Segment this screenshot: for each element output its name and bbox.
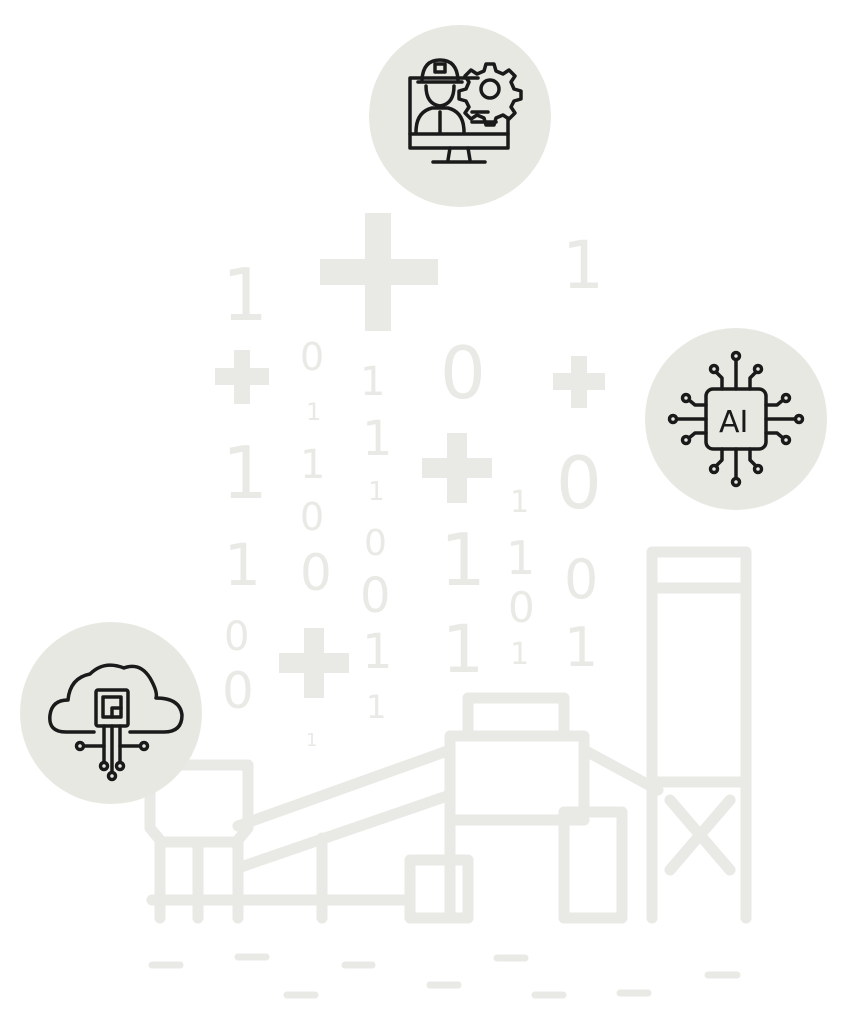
binary-digit: 0: [300, 495, 324, 539]
plant-outline: [144, 546, 752, 924]
binary-digit: 1: [442, 611, 484, 688]
binary-digit: 0: [222, 662, 254, 720]
ground-dashes: [148, 953, 741, 999]
binary-digit: 1: [306, 730, 317, 751]
binary-digit-layer: 1 0 1 1 0 1 1 0 0 1 1 1 1 0 0 0 1 1 0 1 …: [222, 227, 604, 751]
binary-digit: 1: [224, 531, 261, 599]
binary-digit: 1: [306, 398, 321, 426]
binary-digit: 1: [368, 477, 385, 507]
binary-digit: 1: [510, 637, 529, 672]
binary-digit: 1: [362, 624, 393, 680]
binary-digit: 0: [564, 548, 598, 611]
ai-chip-icon: AI: [645, 328, 827, 510]
binary-digit: 0: [224, 614, 249, 660]
plus-sign: [320, 213, 438, 331]
cloud-chip-icon: [20, 622, 202, 804]
ai-chip-label: AI: [719, 405, 748, 440]
binary-digit: 0: [364, 523, 387, 564]
binary-digit: 1: [440, 518, 486, 602]
binary-digit: 0: [508, 583, 535, 632]
binary-digit: 1: [562, 227, 604, 304]
engineer-monitor-gear-icon: [369, 25, 551, 207]
plus-sign-layer: [215, 213, 605, 698]
binary-digit: 1: [362, 411, 393, 467]
binary-digit: 1: [510, 485, 529, 520]
binary-digit: 1: [222, 431, 268, 515]
plus-sign: [215, 350, 269, 404]
plus-sign: [422, 433, 492, 503]
binary-digit: 1: [360, 359, 385, 405]
binary-digit: 0: [556, 441, 602, 525]
binary-digit: 1: [506, 531, 535, 585]
binary-digit: 1: [222, 253, 268, 337]
binary-digit: 1: [564, 616, 598, 679]
binary-digit: 0: [300, 544, 332, 602]
plus-sign: [279, 628, 349, 698]
binary-digit: 0: [300, 335, 324, 379]
binary-digit: 0: [440, 331, 486, 415]
binary-digit: 1: [366, 688, 386, 726]
plus-sign: [553, 356, 605, 408]
binary-digit: 1: [300, 442, 325, 488]
binary-digit: 0: [360, 568, 391, 624]
